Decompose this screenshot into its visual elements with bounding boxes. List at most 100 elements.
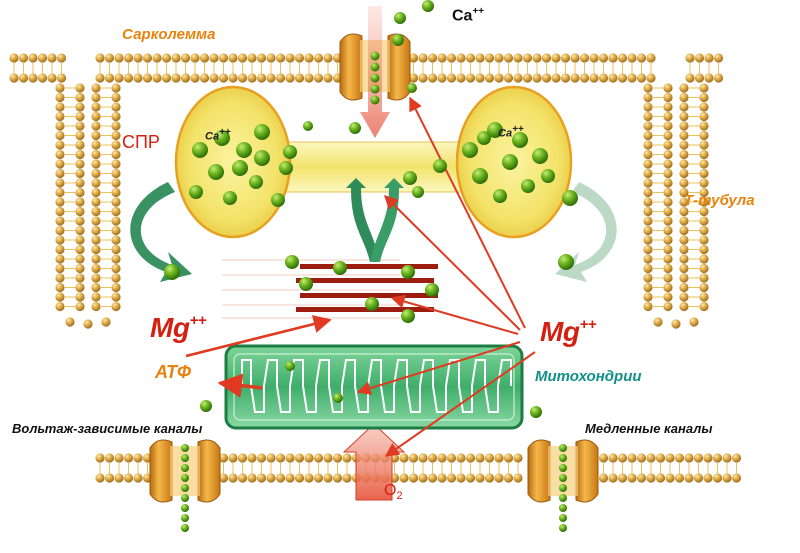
lipid-head xyxy=(247,53,257,63)
lipid-head xyxy=(643,244,653,255)
lipid-head xyxy=(91,149,101,160)
lipid-head xyxy=(703,453,713,463)
lipid-head xyxy=(663,140,673,150)
lipid-head xyxy=(713,53,724,63)
lipid-head xyxy=(551,73,561,83)
lipid-head xyxy=(446,53,457,63)
ca-ion xyxy=(559,524,567,532)
lipid-head xyxy=(123,73,134,83)
lipid-head xyxy=(111,273,121,283)
lipid-head xyxy=(111,168,121,179)
lipid-head xyxy=(503,53,514,63)
ca-ion xyxy=(487,122,503,138)
lipid-head xyxy=(209,73,219,83)
lipid-head xyxy=(693,453,704,463)
lipid-head xyxy=(294,473,305,483)
lipid-head xyxy=(313,73,324,83)
ca-ion xyxy=(559,454,567,462)
lipid-head xyxy=(237,73,248,83)
lipid-head xyxy=(111,235,121,245)
lipid-head xyxy=(75,149,85,160)
lipid-head xyxy=(427,473,438,483)
lipid-head xyxy=(494,53,504,63)
lipid-head xyxy=(332,473,343,483)
lipid-head xyxy=(133,73,143,83)
lipid-head xyxy=(643,92,653,103)
lipid-head xyxy=(679,263,689,274)
lipid-head xyxy=(704,53,714,63)
lipid-head xyxy=(275,473,286,483)
lipid-head xyxy=(663,159,673,169)
green-arrow-left xyxy=(130,182,192,282)
lipid-head xyxy=(663,206,673,217)
lipid-head xyxy=(699,149,709,160)
ca-ion xyxy=(208,164,224,180)
lipid-head xyxy=(418,473,428,483)
ca-ion xyxy=(254,150,270,166)
lipid-head xyxy=(75,254,85,264)
lipid-head xyxy=(55,83,65,93)
ca-ion xyxy=(271,193,285,207)
lipid-head xyxy=(285,473,295,483)
lipid-head xyxy=(133,453,143,463)
lipid-head xyxy=(699,273,709,283)
ca-ion xyxy=(370,51,380,61)
lipid-head xyxy=(37,73,48,83)
lipid-head xyxy=(494,473,504,483)
ca-ion xyxy=(422,0,434,12)
ca-ion xyxy=(349,122,361,134)
ca-ion xyxy=(559,504,567,512)
lipid-head xyxy=(643,235,653,245)
lipid-head xyxy=(513,473,523,483)
lipid-head xyxy=(636,73,647,83)
lipid-head xyxy=(75,197,85,207)
ca-ion xyxy=(462,142,478,158)
lipid-head xyxy=(643,168,653,179)
lipid-head xyxy=(91,216,101,226)
lipid-head xyxy=(237,473,248,483)
lipid-head xyxy=(199,73,210,83)
voltage-channels-label: Вольтаж-зависимые каналы xyxy=(12,421,203,436)
lipid-head xyxy=(256,473,267,483)
lipid-head xyxy=(111,83,121,93)
lipid-head xyxy=(91,92,101,103)
lipid-head xyxy=(228,453,238,463)
lipid-head xyxy=(484,453,495,463)
lipid-head xyxy=(598,53,609,63)
lipid-head xyxy=(55,301,65,312)
lipid-head xyxy=(65,317,75,327)
ca-ion xyxy=(214,130,230,146)
lipid-head xyxy=(643,83,653,93)
ca-ion xyxy=(189,185,203,199)
lipid-head xyxy=(285,53,295,63)
lipid-head xyxy=(55,92,65,103)
lipid-head xyxy=(75,235,85,245)
lipid-head xyxy=(427,53,438,63)
lipid-head xyxy=(114,73,124,83)
lipid-head xyxy=(95,453,105,463)
lipid-head xyxy=(28,73,38,83)
lipid-head xyxy=(9,73,19,83)
lipid-head xyxy=(699,178,709,188)
lipid-head xyxy=(111,216,121,226)
lipid-head xyxy=(133,473,143,483)
lipid-head xyxy=(37,53,48,63)
lipid-head xyxy=(75,301,85,312)
myofilaments xyxy=(222,259,438,319)
lipid-head xyxy=(541,73,552,83)
lipid-head xyxy=(663,83,673,93)
lipid-head xyxy=(75,216,85,226)
lipid-head xyxy=(608,453,618,463)
lipid-head xyxy=(56,73,67,83)
lipid-head xyxy=(679,92,689,103)
lipid-head xyxy=(142,73,153,83)
lipid-head xyxy=(91,159,101,169)
lipid-head xyxy=(689,317,699,327)
ca-ion xyxy=(181,494,189,502)
lipid-head xyxy=(55,187,65,198)
lipid-head xyxy=(679,83,689,93)
lipid-head xyxy=(617,53,628,63)
lipid-head xyxy=(275,53,286,63)
ca-ion xyxy=(558,254,574,270)
lipid-head xyxy=(83,319,93,329)
